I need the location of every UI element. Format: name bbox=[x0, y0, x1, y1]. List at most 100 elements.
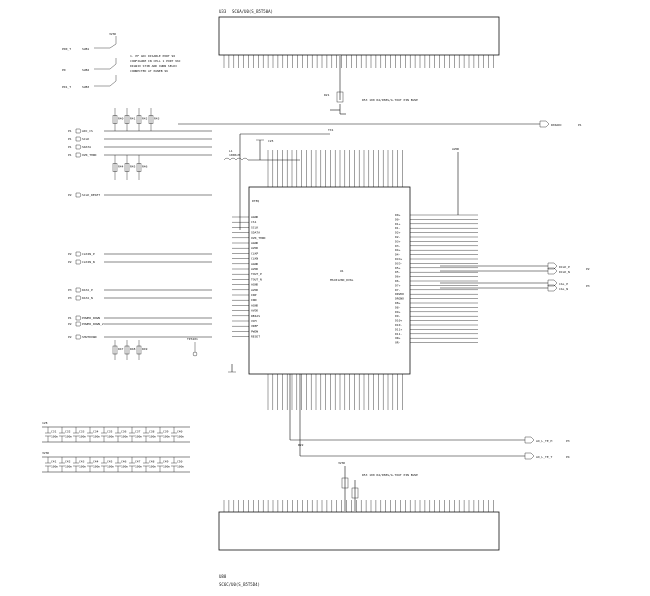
cap-value: 100n bbox=[51, 435, 58, 439]
left-signal-name: CLKIN_N bbox=[82, 260, 95, 264]
net-bottom-2-ref: P4 bbox=[566, 455, 570, 459]
left-signal-name: OVR_THRD bbox=[82, 153, 97, 157]
resistor bbox=[136, 115, 142, 124]
ic-right-pin-label: D11+ bbox=[395, 327, 402, 331]
net-rx-top: RX0ADC bbox=[551, 123, 562, 127]
ic-left-pins: AGNDCS1SCLKSDATAOVR_THRDAGNDAVDDCLKPCLKN… bbox=[232, 215, 266, 339]
net-clk-p: DCLK_P bbox=[559, 265, 570, 269]
bus-resistors-bottom: R53 100 R4/D5BS/G-TOUT PIN BUSE bbox=[362, 473, 418, 477]
switch-port-1: SUB1 bbox=[82, 47, 89, 51]
cap-top: C25 bbox=[268, 139, 274, 143]
left-signal-port: P2 bbox=[68, 335, 72, 339]
tp-ref: TP3401 bbox=[187, 337, 198, 341]
resistor-ref: R47 bbox=[118, 347, 124, 351]
resistor bbox=[112, 345, 118, 355]
cap-ref: C44 bbox=[93, 460, 99, 464]
resistor bbox=[136, 345, 142, 355]
cap-bank-1-rail: 1V8 bbox=[42, 421, 48, 425]
main-ic: U1 MSC8128D_DV6L DTEQ AGNDCS1SCLKSDATAOV… bbox=[232, 150, 440, 410]
ic-right-pin-label: OR- bbox=[395, 341, 401, 345]
ic-left-pin-label: CS1 bbox=[251, 220, 257, 224]
ic-right-pin-label: DCO+ bbox=[395, 257, 402, 261]
ic-right-pin-label: D5- bbox=[395, 270, 401, 274]
left-signal-flag bbox=[75, 334, 82, 340]
left-signal-name: POWER_DOWN bbox=[82, 316, 100, 320]
cap-ref: C41 bbox=[51, 460, 57, 464]
ic-left-pin-label: RESET bbox=[251, 335, 260, 339]
ic-left-pin-label: AVDD bbox=[251, 288, 258, 292]
cap-value: 100n bbox=[149, 465, 156, 469]
resistor bbox=[124, 115, 130, 124]
resistor bbox=[124, 163, 130, 172]
top-connector-pins bbox=[223, 55, 494, 68]
cap-ref: C40 bbox=[177, 430, 183, 434]
cap-value: 100n bbox=[149, 435, 156, 439]
note-line-1: 1. PF ADC DISABLE PORT 96 bbox=[130, 54, 175, 58]
note-line-4: CONNECTED AT PANEB 96 bbox=[130, 69, 168, 73]
ic-left-pin-label: TOUT_P bbox=[251, 272, 262, 276]
left-signal-flag bbox=[75, 295, 82, 301]
ic-top-pins bbox=[267, 150, 403, 187]
resistor bbox=[148, 115, 154, 124]
ic-left-pin-label: AVDD bbox=[251, 267, 258, 271]
resistor-ref: R45 bbox=[130, 165, 136, 169]
ic-right-pin-label: D0- bbox=[395, 217, 401, 221]
cap-value: 100n bbox=[177, 435, 184, 439]
design-note: 1. PF ADC DISABLE PORT 96 CONFIGURE IN C… bbox=[130, 54, 181, 73]
switch-label-3: PD1_T bbox=[62, 85, 71, 89]
cap-value: 100n bbox=[135, 435, 142, 439]
ic-left-pin-label: CLKN bbox=[251, 257, 258, 261]
ic-right-pin-label: D7+ bbox=[395, 283, 401, 287]
top-connector-name: SC6A/U0(S_B5T50A) bbox=[232, 9, 273, 14]
resistor bbox=[112, 163, 118, 172]
resistor-ref: R43 bbox=[154, 117, 160, 121]
net-bottom-2: AO_L_TE_T bbox=[536, 455, 552, 459]
bottom-connector-body bbox=[218, 511, 500, 551]
cap-value: 100n bbox=[65, 465, 72, 469]
ic-right-pin-label: D6- bbox=[395, 279, 401, 283]
res-r21: R21 bbox=[324, 93, 330, 97]
ic-left-pin-label: CLKP bbox=[251, 251, 258, 255]
left-signal-port: P1 bbox=[68, 137, 72, 141]
cap-bank-2: 3V3D C41100nC42100nC43100nC44100nC45100n… bbox=[42, 451, 190, 473]
cap-value: 100n bbox=[93, 465, 100, 469]
ic-right-pin-label: D11- bbox=[395, 332, 402, 336]
resistor-ref: R48 bbox=[130, 347, 136, 351]
left-signal-port: P2 bbox=[68, 252, 72, 256]
cap-ref: C37 bbox=[135, 430, 141, 434]
ic-left-pin-label: INN bbox=[251, 298, 257, 302]
ic-right-pin-label: D1- bbox=[395, 226, 401, 230]
resistor-ref: R42 bbox=[142, 117, 148, 121]
cap-ref: C31 bbox=[51, 430, 57, 434]
ic-right-pin-label: D8+ bbox=[395, 301, 401, 305]
cap-ref: C35 bbox=[107, 430, 113, 434]
cap-ref: C42 bbox=[65, 460, 71, 464]
cap-ref: C47 bbox=[135, 460, 141, 464]
resistor bbox=[112, 115, 118, 124]
ic-bottom-pins bbox=[267, 374, 403, 410]
main-ic-name: MSC8128D_DV6L bbox=[330, 278, 354, 282]
right-bus-lines bbox=[440, 214, 478, 343]
ic-left-pin-label: TOUT_N bbox=[251, 277, 262, 281]
left-signal-name: SCLK_RESET bbox=[82, 193, 100, 197]
cap-bank-2-rail: 3V3D bbox=[42, 451, 49, 455]
inductor-ref: L1 bbox=[229, 149, 233, 153]
cap-ref: C50 bbox=[177, 460, 183, 464]
left-signal-name: CLKIN_P bbox=[82, 252, 95, 256]
left-signal-port: P1 bbox=[68, 316, 72, 320]
bottom-nets: AO_L_TE_H P3 AO_L_TE_T P4 R22 3V3D R53 1… bbox=[289, 374, 570, 511]
main-ic-ref: U1 bbox=[340, 269, 344, 273]
ic-left-pin-label: AGND bbox=[251, 262, 258, 266]
cap-ref: C39 bbox=[163, 430, 169, 434]
left-signal-name: DATA_P bbox=[82, 288, 93, 292]
cap-ref: C34 bbox=[93, 430, 99, 434]
bus-resistors-top: R53 100 R4/D5BS/G-TOUT PIN BUSE bbox=[362, 98, 418, 102]
main-ic-pin1: DTEQ bbox=[252, 199, 259, 203]
top-nets: R21 R53 100 R4/D5BS/G-TOUT PIN BUSE RX0A… bbox=[178, 56, 582, 230]
ic-right-pin-label: OR+ bbox=[395, 336, 401, 340]
cap-ref: C43 bbox=[79, 460, 85, 464]
switch-rail-1: 3V3D bbox=[109, 32, 116, 36]
